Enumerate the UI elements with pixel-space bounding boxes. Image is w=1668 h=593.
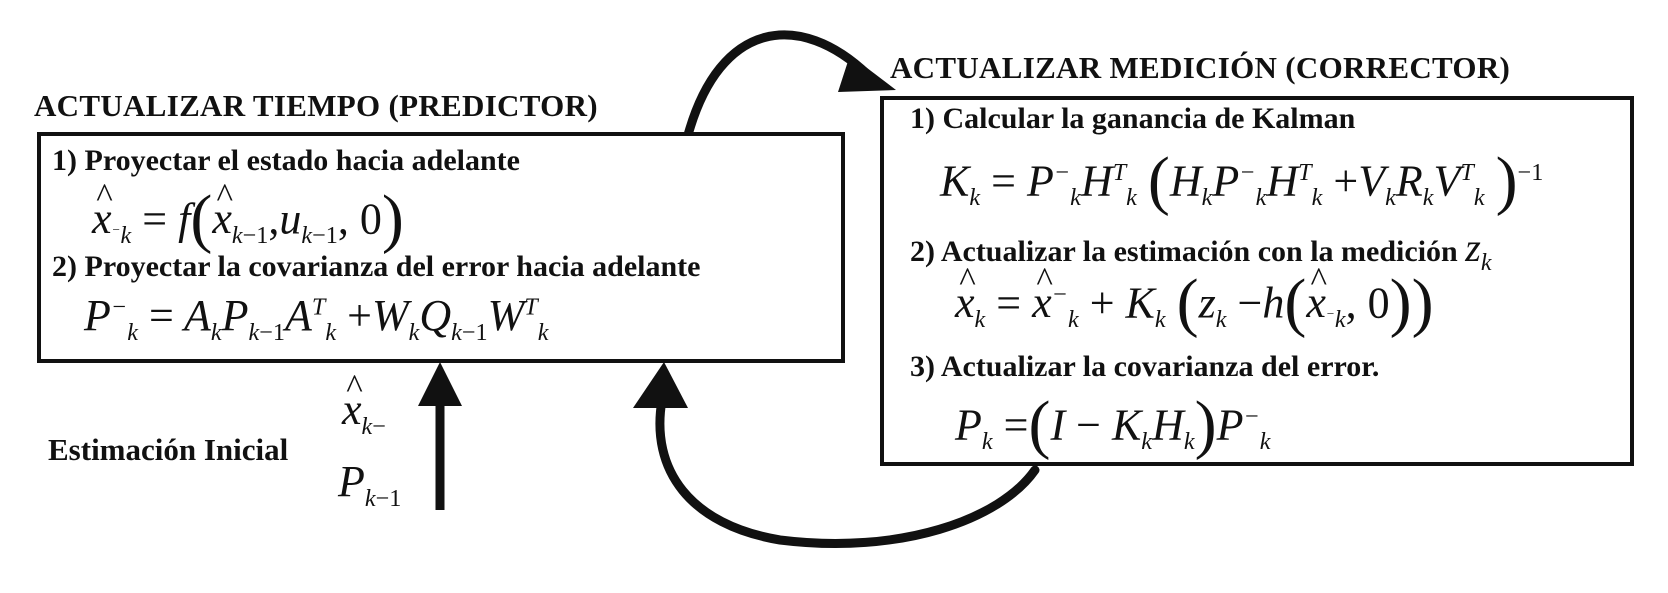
initial-estimate-arrowhead <box>418 362 462 406</box>
initial-estimate-label: Estimación Inicial <box>48 432 289 467</box>
kalman-gain-equation: Kk = P−kHTk (HkP−kHTk +VkRkVTk )−1 <box>940 144 1544 217</box>
initial-covariance-symbol: Pk−1 <box>338 457 402 512</box>
corrector-step1-label: 1) Calcular la ganancia de Kalman <box>910 102 1356 135</box>
predictor-title: ACTUALIZAR TIEMPO (PREDICTOR) <box>34 88 598 123</box>
covariance-projection-equation: P−k = AkPk−1ATk +WkQk−1WTk <box>84 291 549 346</box>
corrector-step2-text: 2) Actualizar la estimación con la medic… <box>910 235 1458 268</box>
state-update-equation: xk = x−k + Kk (zk −h(x−k, 0)) <box>955 262 1434 336</box>
predictor-to-corrector-arrow <box>683 30 873 140</box>
predictor-step1-label: 1) Proyectar el estado hacia adelante <box>52 144 520 177</box>
corrector-box <box>880 96 1634 466</box>
corrector-step3-label: 3) Actualizar la covarianza del error. <box>910 350 1380 383</box>
predictor-box <box>37 132 845 363</box>
measurement-symbol: zk <box>1465 225 1492 276</box>
corrector-to-predictor-arrow <box>655 395 1040 548</box>
predictor-to-corrector-arrowhead <box>838 55 896 92</box>
corrector-to-predictor-arrowhead <box>633 362 688 408</box>
predictor-step2-label: 2) Proyectar la covarianza del error hac… <box>52 250 701 283</box>
covariance-update-equation: Pk =(I − KkHk)P−k <box>955 388 1271 461</box>
corrector-step2-label: 2) Actualizar la estimación con la medic… <box>910 224 1491 277</box>
state-projection-equation: x−k = f(xk−1,uk−1, 0) <box>92 178 404 252</box>
initial-state-symbol: xk− <box>342 369 386 439</box>
corrector-title: ACTUALIZAR MEDICIÓN (CORRECTOR) <box>890 50 1511 85</box>
